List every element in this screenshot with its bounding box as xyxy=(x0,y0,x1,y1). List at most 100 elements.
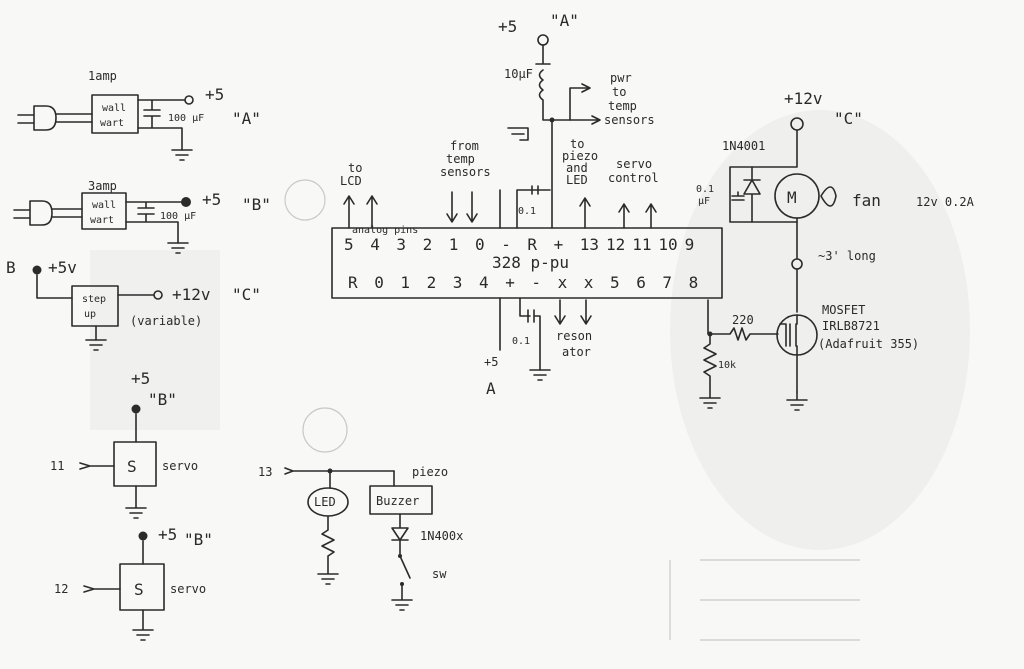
svg-text:IRLB8721: IRLB8721 xyxy=(822,319,880,333)
servo-11-circuit: +5 "B" S servo 11 xyxy=(50,369,198,519)
chip-bottom-pin: 8 xyxy=(689,273,699,292)
svg-text:Buzzer: Buzzer xyxy=(376,494,419,508)
svg-text:+5: +5 xyxy=(158,525,177,544)
svg-text:+5: +5 xyxy=(498,17,517,36)
ground-icon xyxy=(171,149,193,161)
chip-top-pin: R xyxy=(527,235,537,254)
svg-text:+5v: +5v xyxy=(48,258,77,277)
svg-text:"B": "B" xyxy=(242,195,271,214)
wall-wart-b-box xyxy=(81,192,127,230)
wall-wart-a-circuit: 1amp wall wart 100 μF +5 "A" xyxy=(17,69,261,161)
chip-top-pin: - xyxy=(501,235,511,254)
chip-bottom-pin: R xyxy=(348,273,358,292)
svg-text:100 μF: 100 μF xyxy=(168,113,204,124)
svg-text:+12v: +12v xyxy=(784,89,823,108)
svg-text:LED: LED xyxy=(314,495,336,509)
svg-text:"B": "B" xyxy=(148,390,177,409)
svg-text:S: S xyxy=(134,580,144,599)
chip-top-pin: 4 xyxy=(370,235,380,254)
svg-text:sw: sw xyxy=(432,567,447,581)
svg-text:1N400x: 1N400x xyxy=(420,529,463,543)
svg-text:1N4001: 1N4001 xyxy=(722,139,765,153)
chip-body xyxy=(331,227,723,299)
svg-text:(variable): (variable) xyxy=(130,314,202,328)
svg-text:(Adafruit 355): (Adafruit 355) xyxy=(818,337,919,351)
svg-text:"A": "A" xyxy=(550,11,579,30)
plug-icon xyxy=(17,105,57,131)
svg-text:12: 12 xyxy=(54,582,68,596)
chip-top-pin: 12 xyxy=(606,235,625,254)
svg-text:S: S xyxy=(127,457,137,476)
chip-bottom-pin: 4 xyxy=(479,273,489,292)
svg-text:analog pins: analog pins xyxy=(352,225,418,236)
svg-text:B: B xyxy=(6,258,16,277)
svg-text:MOSFET: MOSFET xyxy=(822,303,865,317)
svg-text:wall: wall xyxy=(102,103,126,114)
chip-bottom-pin: 7 xyxy=(662,273,672,292)
chip-bottom-pin: 5 xyxy=(610,273,620,292)
ground-icon xyxy=(786,391,808,411)
svg-text:220: 220 xyxy=(732,313,754,327)
chip-bottom-pin: x xyxy=(584,273,594,292)
chip-top-pin: 1 xyxy=(449,235,459,254)
piezo-led-circuit: 13 LED piezo Buzzer 1N400x sw xyxy=(258,465,463,611)
servo-12-box xyxy=(119,563,165,611)
svg-text:10k: 10k xyxy=(718,360,736,371)
svg-text:fan: fan xyxy=(852,191,881,210)
svg-text:0.1: 0.1 xyxy=(518,206,536,217)
chip-top-pin: 9 xyxy=(685,235,695,254)
svg-text:wall: wall xyxy=(92,200,116,211)
chip-bottom-pin: + xyxy=(505,273,515,292)
fan-icon xyxy=(820,186,837,207)
svg-text:"C": "C" xyxy=(834,109,863,128)
chip-bottom-pin: 1 xyxy=(400,273,410,292)
svg-text:328 p-pu: 328 p-pu xyxy=(492,253,569,272)
svg-text:servo: servo xyxy=(170,582,206,596)
svg-text:wart: wart xyxy=(90,215,114,226)
svg-text:"B": "B" xyxy=(184,530,213,549)
chip-top-pin: 13 xyxy=(580,235,599,254)
chip-bottom-pin: 2 xyxy=(427,273,437,292)
chip-top-pin: 10 xyxy=(658,235,677,254)
wall-wart-b-circuit: 3amp wall wart 100 μF +5 "B" xyxy=(13,179,271,254)
ground-icon xyxy=(85,339,107,351)
svg-text:+12v: +12v xyxy=(172,285,211,304)
ground-icon xyxy=(125,485,147,519)
svg-text:0.1: 0.1 xyxy=(512,336,530,347)
svg-text:"A": "A" xyxy=(232,109,261,128)
svg-text:"C": "C" xyxy=(232,285,261,304)
svg-text:piezo: piezo xyxy=(412,465,448,479)
wall-wart-a-current: 1amp xyxy=(88,69,117,83)
chip-bottom-pin: x xyxy=(558,273,568,292)
chip-top-pin: 0 xyxy=(475,235,485,254)
step-up-box xyxy=(71,285,119,327)
wall-wart-a-box xyxy=(91,94,139,134)
chip-top-pin: + xyxy=(554,235,564,254)
step-up-circuit: B +5v step up +12v "C" (variable) xyxy=(6,258,261,351)
chip-bottom-pin: 6 xyxy=(636,273,646,292)
svg-text:wart: wart xyxy=(100,118,124,129)
ground-icon xyxy=(167,242,189,254)
chip-top-pin: 11 xyxy=(632,235,651,254)
servo-11-box xyxy=(113,441,157,487)
ground-icon xyxy=(507,127,529,141)
svg-text:up: up xyxy=(84,309,96,320)
buzzer-box xyxy=(369,485,433,515)
svg-text:100 μF: 100 μF xyxy=(160,211,196,222)
chip-bottom-pin: 0 xyxy=(374,273,384,292)
svg-text:M: M xyxy=(787,188,797,207)
svg-text:step: step xyxy=(82,294,106,305)
svg-text:~3' long: ~3' long xyxy=(818,249,876,263)
svg-text:+5: +5 xyxy=(484,355,498,369)
